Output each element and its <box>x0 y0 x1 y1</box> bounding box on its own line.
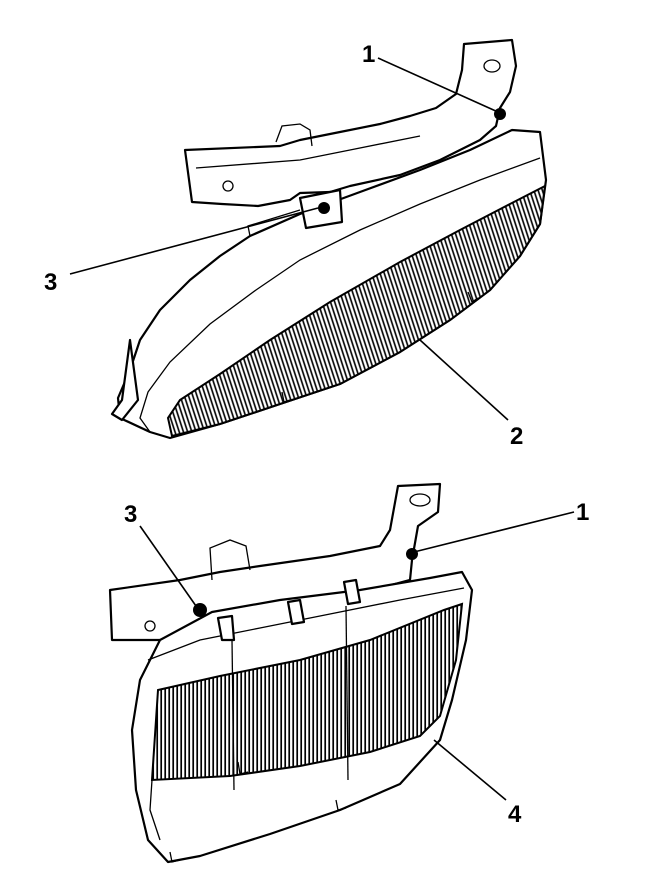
lamp-lens-front <box>150 602 464 782</box>
leader-bottom-1 <box>413 511 575 553</box>
leader-top-2 <box>419 339 509 421</box>
callout-top-1: 1 <box>362 41 375 68</box>
leader-bottom-4 <box>433 739 507 801</box>
callout-bottom-4: 4 <box>508 801 522 828</box>
lamp-lens <box>166 184 547 438</box>
leader-top-3 <box>69 207 319 275</box>
fastener-3-bottom <box>193 603 207 617</box>
fastener-3-top <box>318 202 330 214</box>
fastener-1-bottom <box>406 548 418 560</box>
callout-top-3: 3 <box>44 269 57 296</box>
headlamp-assembly-side-view: 1 3 2 <box>44 38 548 450</box>
bracket-slot-hole <box>483 59 501 73</box>
callout-bottom-3: 3 <box>124 501 137 528</box>
callout-bottom-1: 1 <box>576 499 589 526</box>
leader-top-1 <box>377 57 499 113</box>
bracket-hole-front <box>144 620 156 632</box>
headlamp-assembly-front-view: 1 3 4 <box>108 482 589 864</box>
bracket-slot-hole-front <box>409 493 431 507</box>
leader-bottom-3 <box>139 525 197 607</box>
bracket-hole <box>222 180 234 192</box>
callout-top-2: 2 <box>510 423 523 450</box>
fastener-1-top <box>494 108 506 120</box>
